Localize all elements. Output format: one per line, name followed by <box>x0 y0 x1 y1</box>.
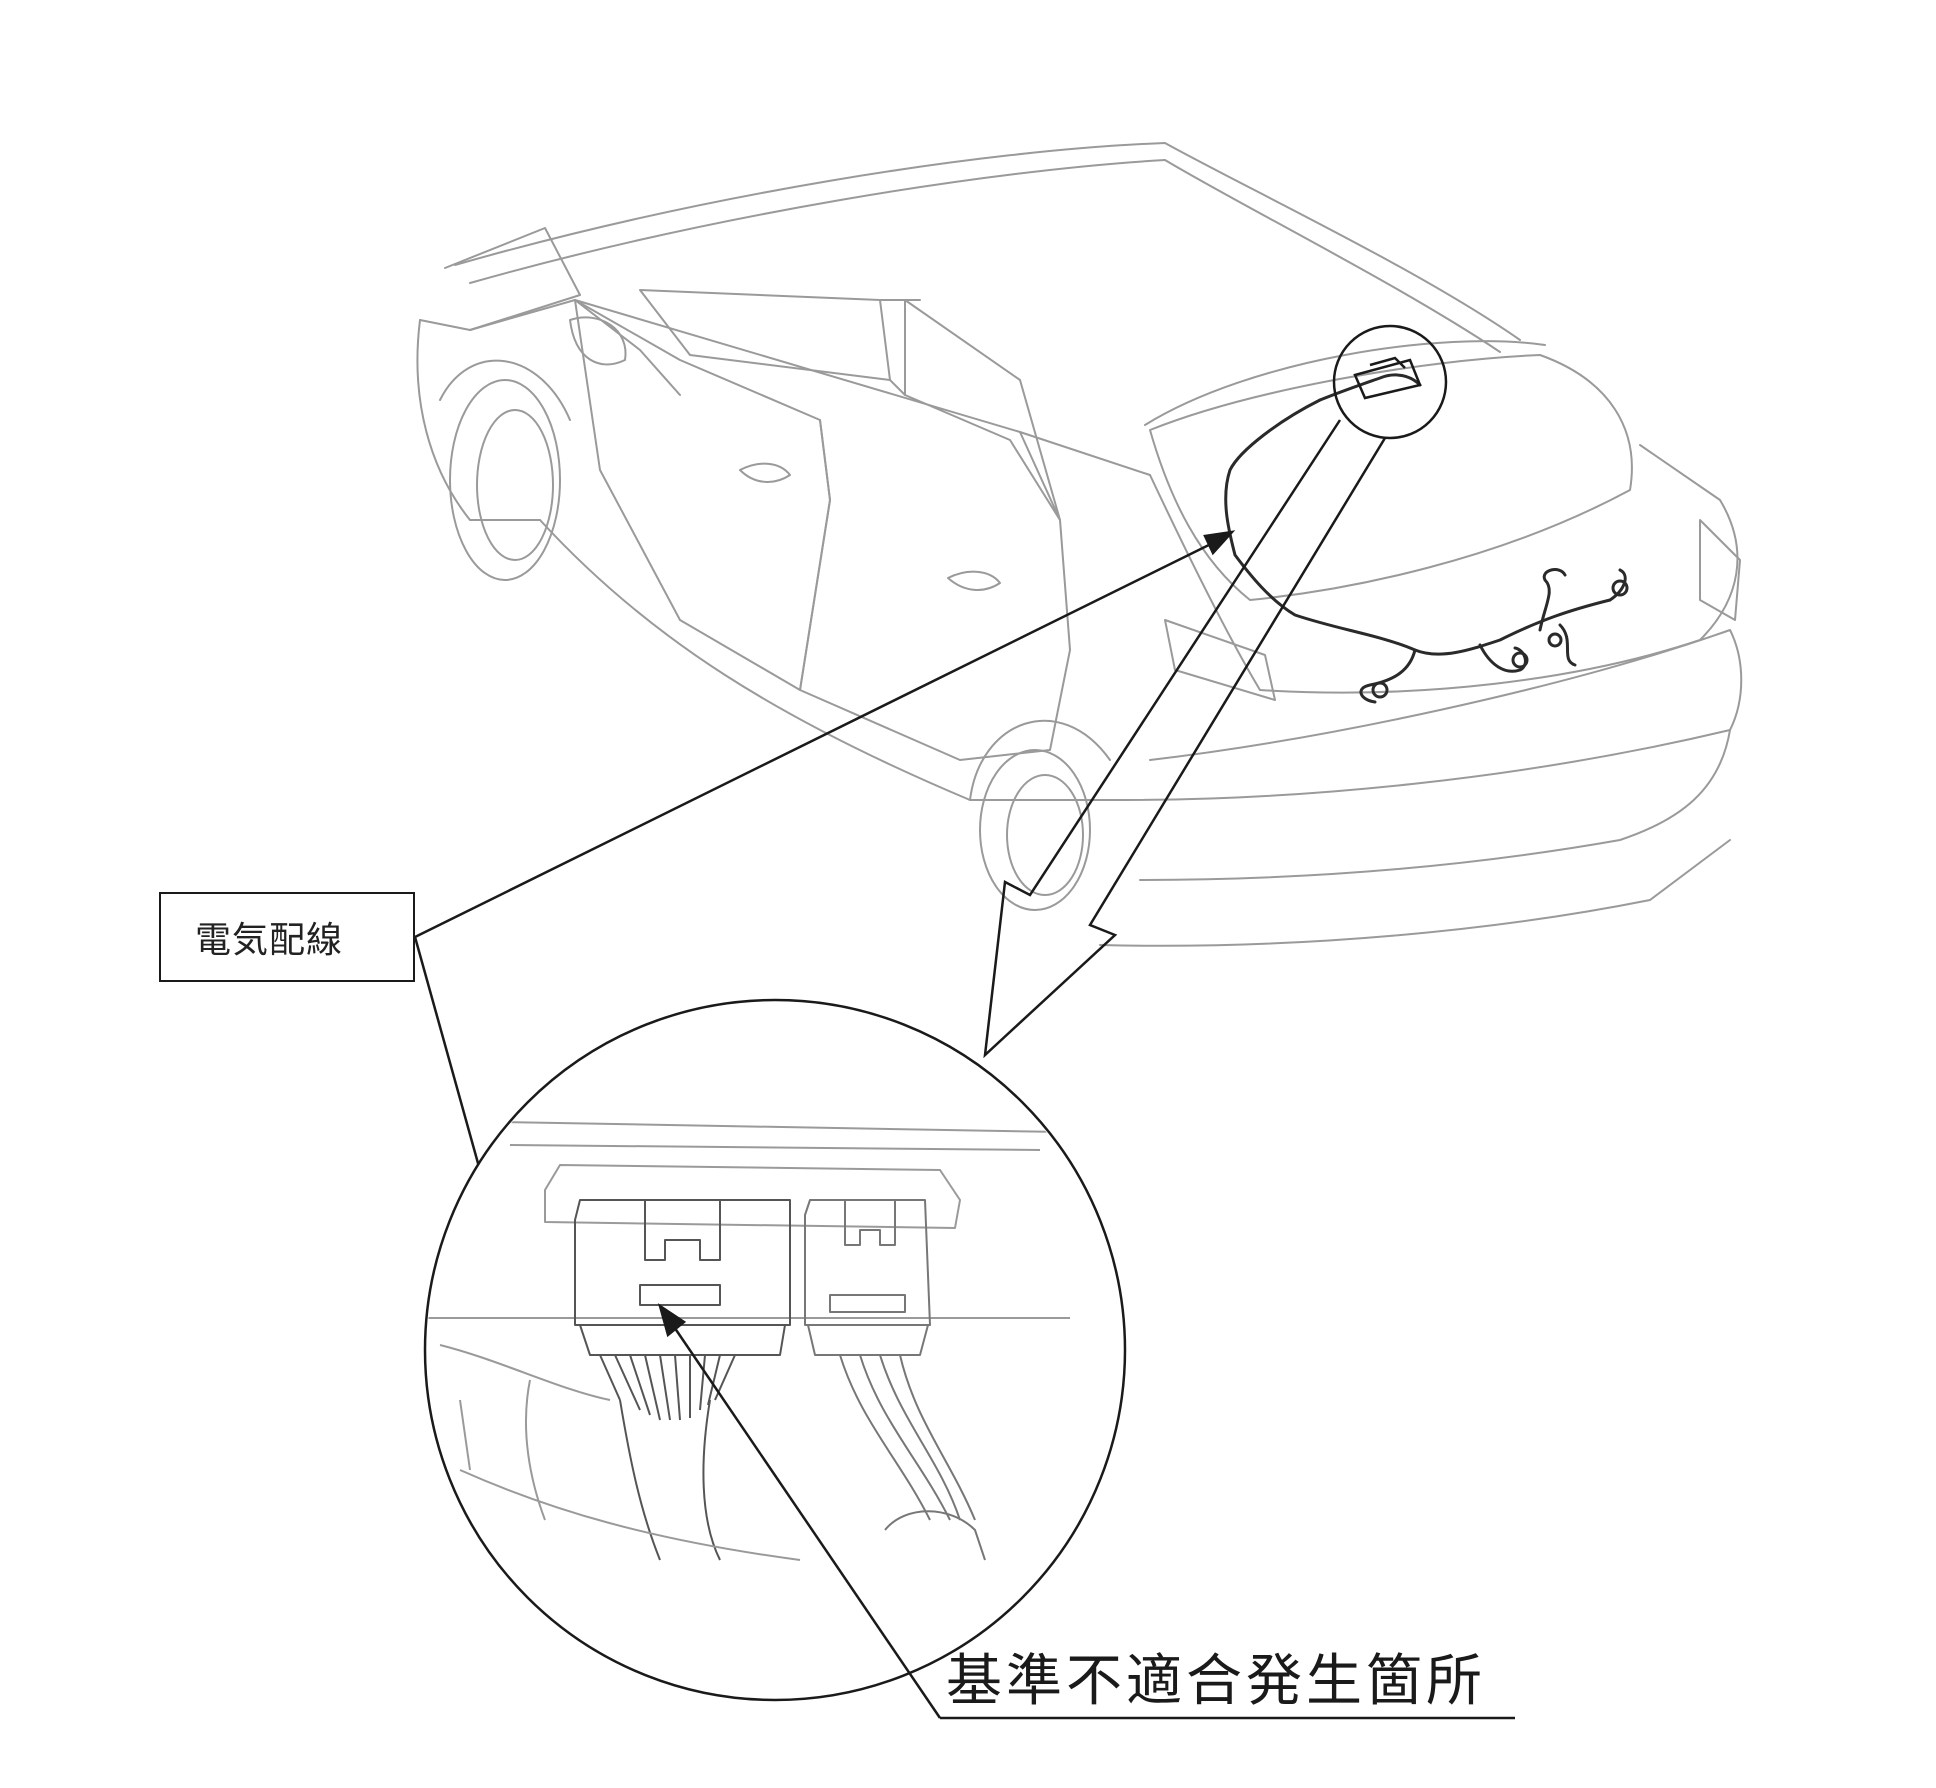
wiring-harness <box>1224 373 1629 704</box>
right-connector-wires <box>839 1354 976 1521</box>
car-rear-valance <box>1099 839 1731 947</box>
car-rear-wheel <box>979 749 1091 911</box>
harness-connector-a <box>1371 681 1389 699</box>
wiring-label-box: 電気配線 <box>159 892 415 982</box>
left-connector-lock <box>639 1284 721 1306</box>
car-rear-bumper <box>1124 629 1743 801</box>
detail-highlight-connector <box>1353 356 1422 400</box>
car-front-wheel <box>449 379 561 581</box>
enlarged-detail <box>423 998 1127 1702</box>
wiring-pointer-arrowhead <box>1203 530 1236 556</box>
right-harness-clip <box>884 1510 986 1561</box>
wiring-label: 電気配線 <box>195 920 344 961</box>
right-connector-lock <box>829 1294 906 1313</box>
harness-main <box>1224 398 1612 656</box>
detail-panel-top <box>499 1121 1061 1133</box>
defect-pointer-arrowhead <box>657 1303 687 1338</box>
right-connector-latch <box>844 1200 896 1246</box>
harness-branch-1 <box>1359 648 1417 704</box>
left-connector <box>574 1199 791 1561</box>
car-door-handle-rear <box>947 570 1001 591</box>
car-rear-window <box>1149 354 1633 601</box>
magnify-arrow <box>983 419 1387 1059</box>
defect-pointer-line <box>666 1317 942 1719</box>
wiring-pointer-line <box>414 536 1224 939</box>
right-connector-lower <box>807 1324 929 1356</box>
harness-connector-b <box>1511 651 1529 669</box>
car-tail-light-right <box>1699 519 1741 621</box>
detail-panel-ledge <box>544 1164 961 1229</box>
car-hood <box>419 299 681 396</box>
car-roof-inner <box>469 159 1501 353</box>
car-sill <box>539 519 1126 801</box>
car-rear-lower <box>1139 729 1731 881</box>
car-rear-wheel-arch <box>969 719 1111 801</box>
defect-location-label: 基準不適合発生箇所 <box>946 1649 1486 1714</box>
right-connector <box>804 1199 986 1561</box>
harness-connector-c <box>1611 579 1629 597</box>
car-beltline <box>574 299 1151 476</box>
enlarged-detail-circle <box>423 998 1127 1702</box>
right-connector-body <box>804 1199 931 1326</box>
car-front-bumper <box>416 319 541 521</box>
car-front-door <box>574 299 831 691</box>
car-tailgate <box>1149 444 1739 694</box>
car-side-mirror <box>569 316 627 366</box>
left-connector-wires <box>599 1354 736 1421</box>
car-rear-door <box>799 419 1071 761</box>
detail-trim-panel <box>439 1344 801 1561</box>
detail-highlight-circle <box>1332 324 1448 440</box>
car-windshield <box>444 227 581 331</box>
car-rear-wheel-inner <box>1006 774 1084 896</box>
harness-connector-d <box>1547 632 1563 648</box>
harness-top <box>1318 373 1422 402</box>
left-connector-latch <box>644 1200 721 1261</box>
defect-pointer <box>657 1303 1515 1720</box>
car-spoiler <box>1144 340 1546 426</box>
harness-branch-3 <box>1538 568 1567 632</box>
car-front-wheel-arch <box>439 359 571 421</box>
car-door-handle-front <box>739 462 791 483</box>
car-side-window-rear <box>904 299 1061 521</box>
harness-branch-4 <box>1558 623 1577 667</box>
detail-highlight <box>1332 324 1448 440</box>
left-harness-bundle <box>619 1399 721 1561</box>
detail-panel-top-2 <box>509 1144 1041 1151</box>
car-illustration <box>416 142 1743 947</box>
car-side-window-front <box>639 289 891 381</box>
car-roof <box>454 142 1521 341</box>
car-door-pillar <box>879 299 921 396</box>
car-tail-light <box>1164 619 1276 701</box>
car-front-wheel-inner <box>476 409 554 561</box>
left-connector-body <box>574 1199 791 1326</box>
left-connector-lower <box>579 1324 786 1356</box>
